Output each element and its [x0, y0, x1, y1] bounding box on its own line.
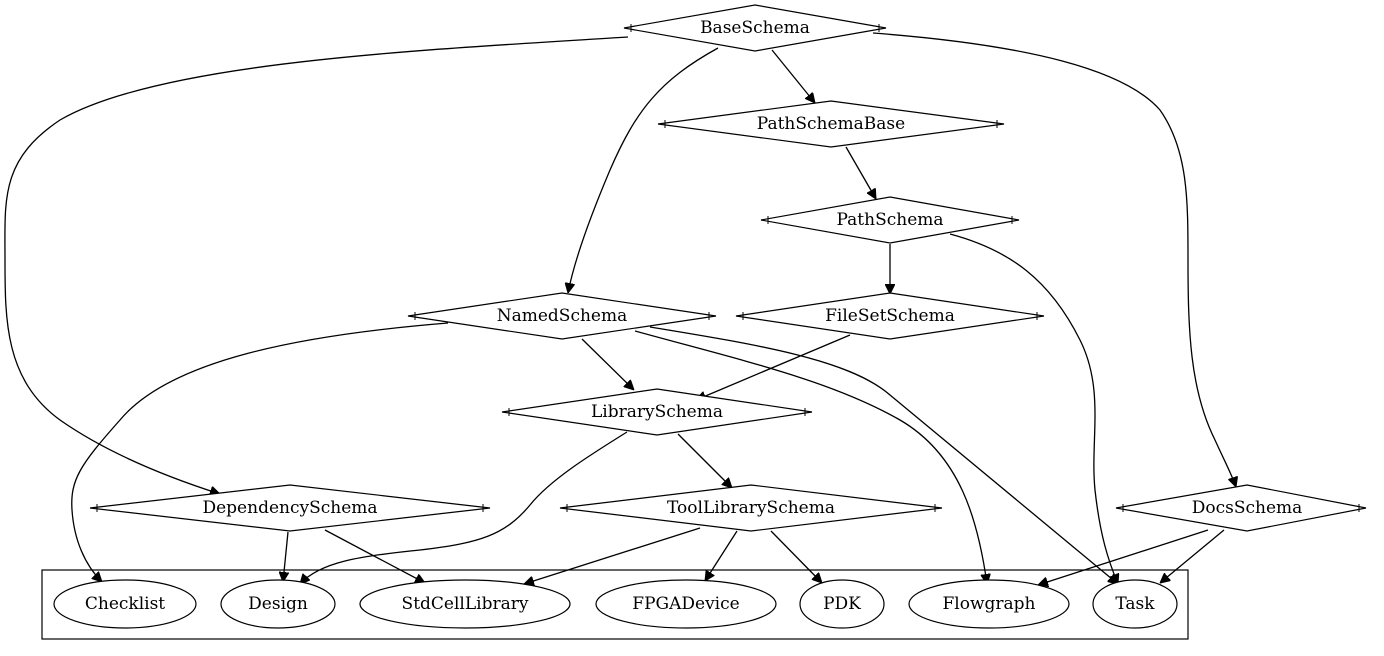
node-label-pathschema: PathSchema	[836, 210, 943, 230]
edge-docsschema-to-flowgraph	[1038, 529, 1209, 585]
edge-base-to-namedschema	[568, 47, 719, 293]
node-label-baseschema: BaseSchema	[700, 18, 810, 38]
node-label-stdcelllibrary: StdCellLibrary	[402, 594, 529, 614]
diamond-shape	[735, 292, 1045, 340]
ellipse-shape	[595, 579, 777, 629]
node-label-pdk: PDK	[823, 594, 861, 614]
edge-libraryschema-to-toollibraryschema	[677, 433, 732, 488]
edge-libraryschema-to-design	[300, 431, 628, 584]
schema-node-namedschema: NamedSchema	[407, 292, 717, 340]
leaf-node-flowgraph: Flowgraph	[908, 579, 1070, 629]
schema-node-pathschemabase: PathSchemaBase	[657, 100, 1005, 148]
edge-toollibraryschema-to-fpgadevice	[705, 530, 738, 581]
edge-filesetschema-to-libraryschema	[696, 334, 851, 400]
edge-namedschema-to-task	[649, 326, 1118, 584]
node-label-fpgadevice: FPGADevice	[632, 594, 739, 614]
schema-node-basesschema: BaseSchema	[623, 4, 887, 52]
leaf-node-stdcelllibrary: StdCellLibrary	[359, 579, 571, 629]
schema-node-libraryschema: LibrarySchema	[501, 388, 813, 436]
ellipse-shape	[53, 579, 197, 629]
diamond-shape	[501, 388, 813, 436]
ellipse-shape	[908, 579, 1070, 629]
diamond-shape	[657, 100, 1005, 148]
schema-node-docsschema: DocsSchema	[1115, 484, 1367, 532]
node-label-toollibraryschema: ToolLibrarySchema	[667, 498, 835, 518]
edge-base-to-docsschema	[872, 32, 1236, 487]
edge-pathschemabase-to-pathschema	[845, 146, 877, 199]
node-label-checklist: Checklist	[85, 594, 165, 614]
edge-toollibraryschema-to-stdcelllibrary	[524, 527, 701, 584]
edge-docsschema-to-task	[1160, 529, 1225, 583]
edge-namedschema-to-flowgraph	[634, 330, 987, 584]
schema-node-pathschema: PathSchema	[760, 196, 1020, 244]
node-label-task: Task	[1115, 594, 1155, 614]
leaf-node-fpgadevice: FPGADevice	[595, 579, 777, 629]
leaf-node-task: Task	[1092, 579, 1178, 629]
edge-base-to-pathschemabase	[771, 49, 815, 103]
schema-node-toollibraryschema: ToolLibrarySchema	[559, 484, 943, 532]
edge-namedschema-to-libraryschema	[581, 338, 634, 390]
diamond-shape	[623, 4, 887, 52]
leaf-node-design: Design	[220, 579, 336, 629]
diamond-shape	[89, 484, 491, 532]
node-label-namedschema: NamedSchema	[497, 306, 628, 326]
node-label-flowgraph: Flowgraph	[943, 594, 1036, 614]
node-label-filesetschema: FileSetSchema	[825, 306, 955, 326]
diamond-shape	[760, 196, 1020, 244]
edge-toollibraryschema-to-pdk	[770, 530, 822, 583]
ellipse-shape	[1092, 579, 1178, 629]
leaf-node-pdk: PDK	[799, 579, 885, 629]
diamond-shape	[407, 292, 717, 340]
node-label-pathschemabase: PathSchemaBase	[757, 114, 905, 134]
edge-namedschema-to-checklist	[71, 322, 449, 582]
edge-base-to-dependencyschema	[4, 36, 629, 494]
leaf-cluster-box	[41, 569, 1189, 640]
leaf-node-checklist: Checklist	[53, 579, 197, 629]
edges	[4, 32, 1236, 585]
node-label-docsschema: DocsSchema	[1192, 498, 1303, 518]
schema-node-dependencyschema: DependencySchema	[89, 484, 491, 532]
node-label-dependencyschema: DependencySchema	[202, 498, 377, 518]
ellipse-shape	[799, 579, 885, 629]
edge-dependencyschema-to-design	[283, 531, 288, 582]
ellipse-shape	[359, 579, 571, 629]
edge-dependencyschema-to-stdcelllibrary	[324, 529, 425, 584]
diamond-shape	[559, 484, 943, 532]
node-label-design: Design	[248, 594, 308, 614]
edge-pathschema-to-task	[949, 233, 1118, 584]
node-label-libraryschema: LibrarySchema	[591, 402, 723, 422]
schema-node-filesetschema: FileSetSchema	[735, 292, 1045, 340]
ellipse-shape	[220, 579, 336, 629]
diamond-shape	[1115, 484, 1367, 532]
